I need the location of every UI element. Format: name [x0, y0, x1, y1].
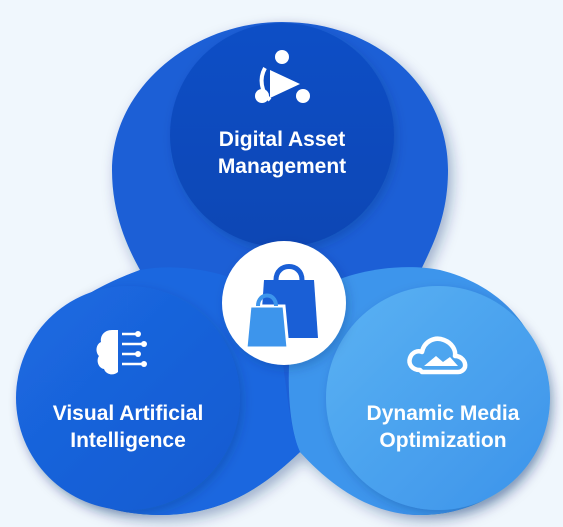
node-right-circle [326, 286, 550, 510]
people-play-icon [255, 50, 310, 103]
ai-brain-icon [96, 330, 147, 375]
node-top-circle [170, 23, 394, 247]
node-top-label: Digital Asset Management [182, 126, 382, 180]
node-top-label-line2: Management [217, 155, 347, 178]
node-right-label-line1: Dynamic Media [366, 402, 520, 425]
node-top-label-line1: Digital Asset [218, 128, 346, 151]
cloud-icon [407, 336, 468, 375]
node-right-label: Dynamic Media Optimization [338, 400, 548, 454]
node-right-label-line2: Optimization [379, 429, 507, 452]
node-left-label-line2: Intelligence [70, 429, 186, 452]
shopping-bags-icon [244, 264, 318, 350]
node-left-circle [16, 286, 240, 510]
node-left-label: Visual Artificial Intelligence [28, 400, 228, 454]
node-left-label-line1: Visual Artificial [52, 402, 204, 425]
